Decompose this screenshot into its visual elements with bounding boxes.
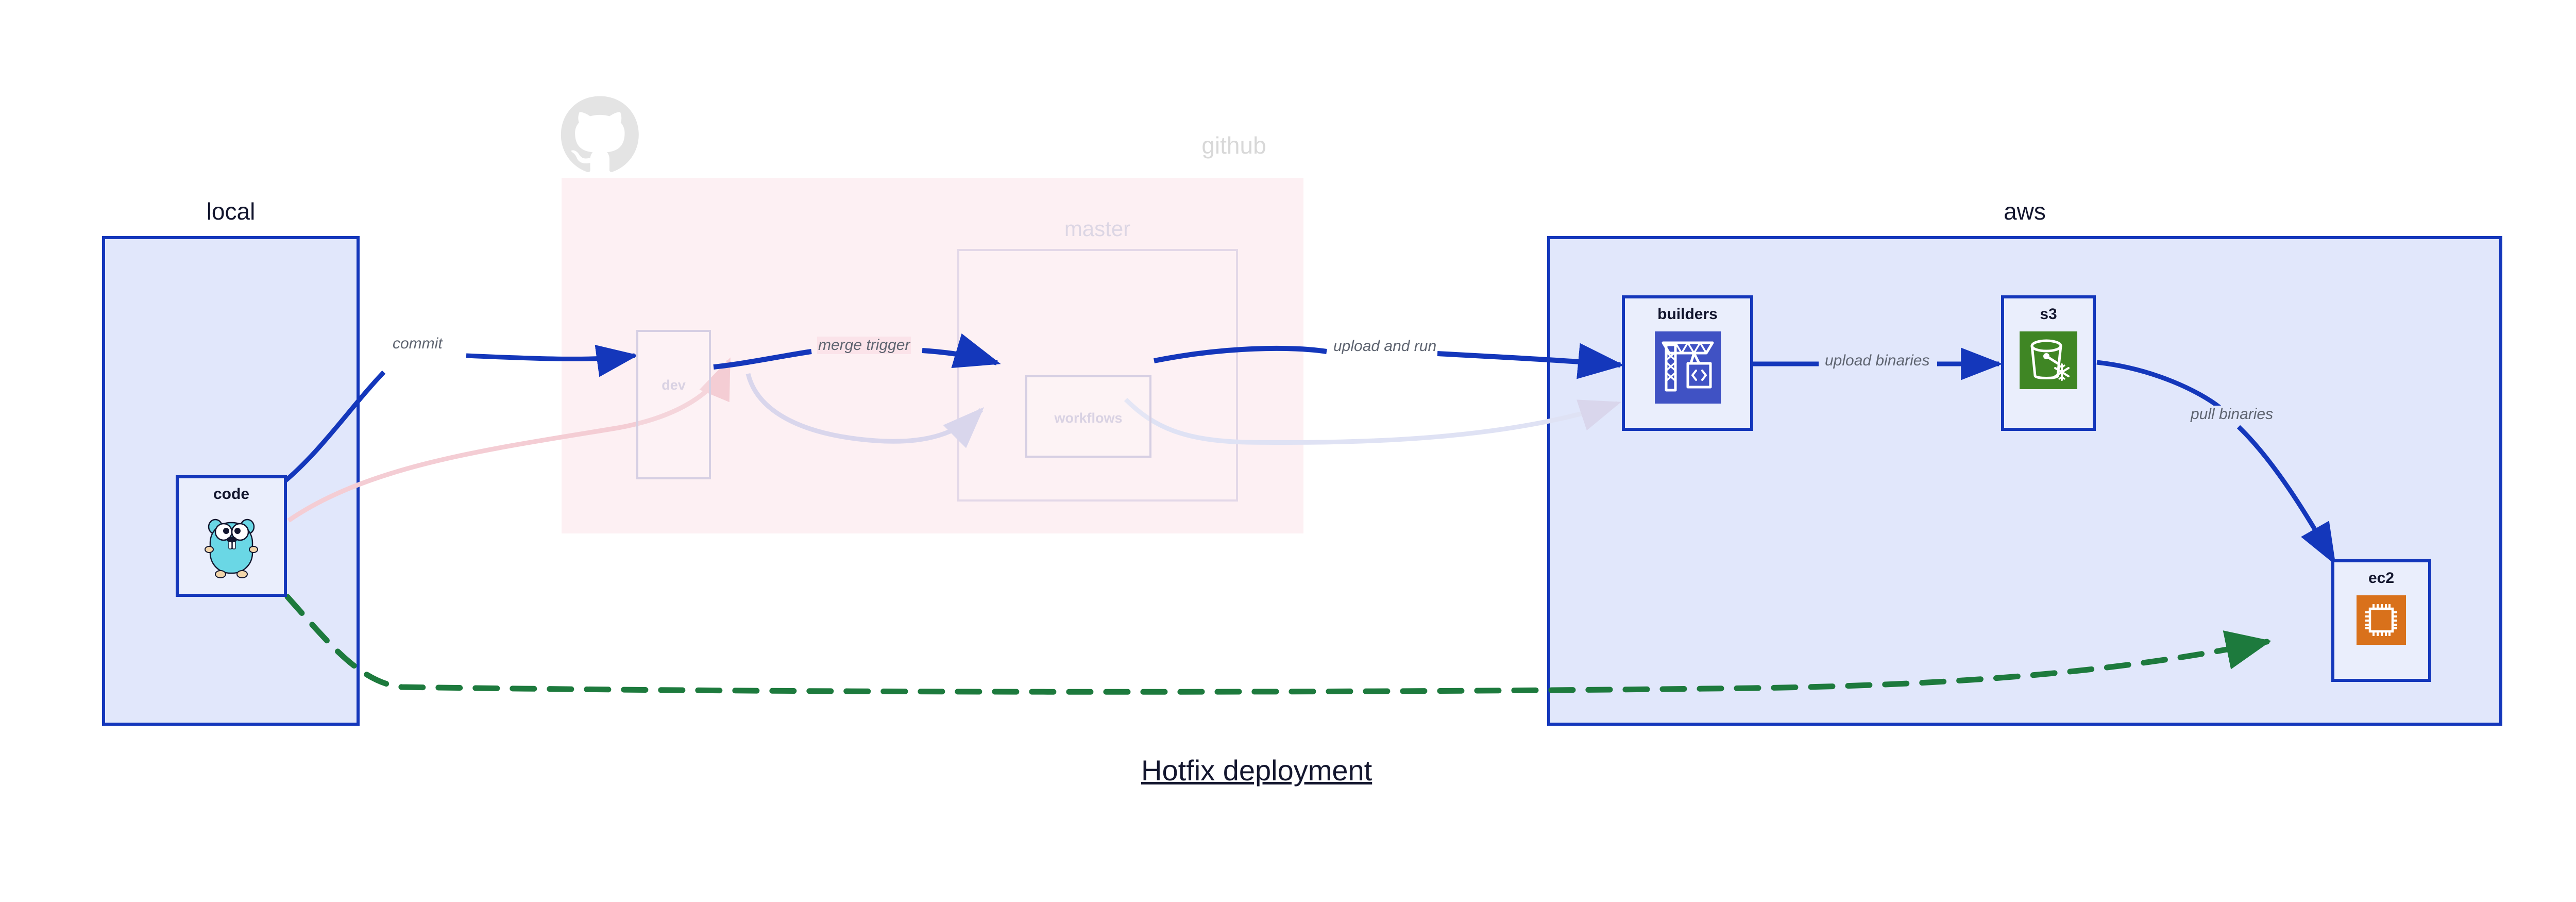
node-dev-label: dev [662, 377, 686, 393]
edge-label-upload-binaries: upload binaries [1824, 352, 1931, 370]
node-dev[interactable]: dev [636, 330, 711, 479]
go-gopher-icon [201, 511, 262, 582]
aws-s3-bucket-snowflake-icon [2020, 331, 2077, 392]
aws-ec2-chip-icon [2357, 595, 2406, 647]
node-ec2[interactable]: ec2 [2331, 559, 2431, 682]
edge-label-upload-and-run: upload and run [1332, 338, 1438, 355]
diagram-caption: Hotfix deployment [1141, 754, 1372, 787]
edge-label-merge-trigger: merge trigger [817, 337, 911, 354]
github-octocat-icon [557, 94, 642, 179]
node-builders[interactable]: builders [1622, 295, 1753, 431]
node-code-label: code [213, 486, 250, 503]
group-title-github: github [1201, 132, 1266, 159]
node-s3-label: s3 [2040, 306, 2057, 323]
node-workflows[interactable]: workflows [1025, 375, 1151, 458]
node-ec2-label: ec2 [2368, 570, 2395, 587]
group-title-local: local [206, 198, 256, 225]
aws-codebuild-crane-icon [1654, 331, 1721, 406]
edge-label-pull-binaries: pull binaries [2190, 406, 2275, 423]
node-code[interactable]: code [176, 475, 287, 597]
edge-label-commit: commit [392, 335, 444, 353]
group-title-aws: aws [2004, 198, 2046, 225]
node-s3[interactable]: s3 [2001, 295, 2096, 431]
node-builders-label: builders [1657, 306, 1718, 323]
node-workflows-label: workflows [1054, 410, 1123, 426]
group-title-master: master [1064, 216, 1131, 241]
